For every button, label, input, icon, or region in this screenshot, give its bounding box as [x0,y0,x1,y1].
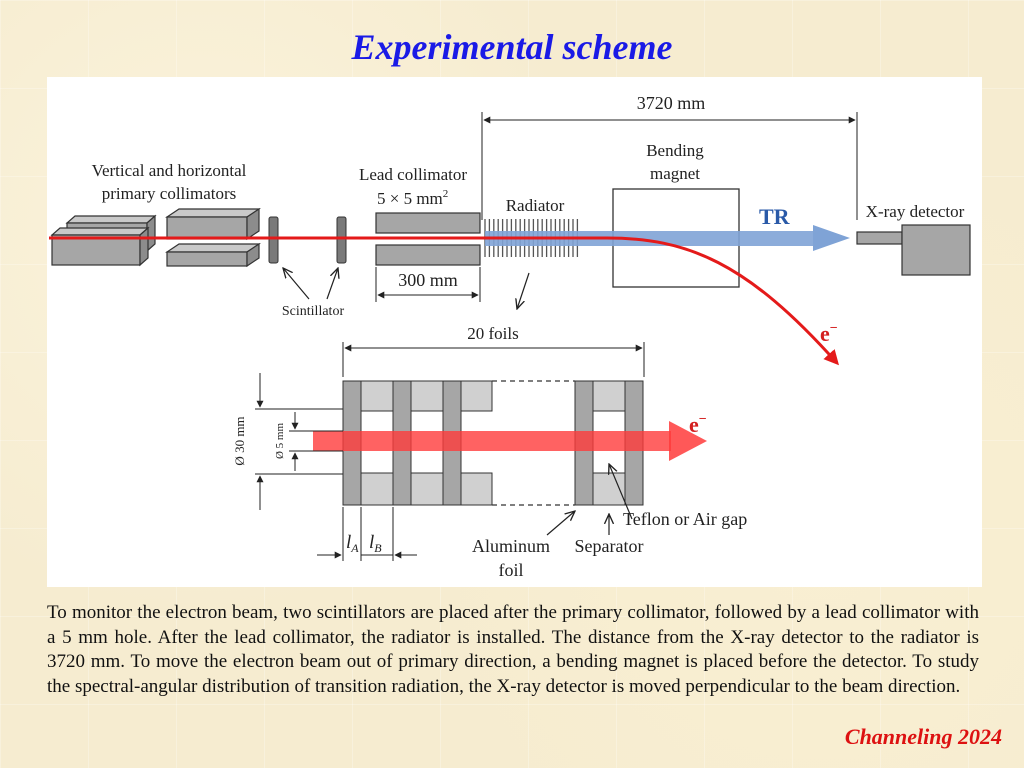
foils-dimension [342,342,645,377]
slide-caption: To monitor the electron beam, two scinti… [47,602,979,697]
la-label: lA [346,532,359,555]
separator-lower [460,472,493,506]
radiator-label: Radiator [506,196,565,215]
slide-title: Experimental scheme [351,27,673,67]
electron-beam [49,236,839,366]
lead-collimator-label-line1: Lead collimator [359,165,467,184]
diameter-30-dimension [255,373,343,510]
diagram-svg: 3720 mm 300 mm Vertical and horizontal p… [49,93,971,580]
separator-lower [360,472,394,506]
foils-count-label: 20 foils [467,324,518,343]
scintillator-pointers [283,268,338,300]
distance-3720-label: 3720 mm [637,93,706,113]
separator-upper [460,380,493,412]
bending-magnet-label-line1: Bending [646,141,704,160]
separator-lower [592,472,626,506]
xray-detector-label: X-ray detector [866,202,965,221]
primary-collimators-label-line1: Vertical and horizontal [92,161,247,180]
lead-collimator-label-line2: 5 × 5 mm2 [377,188,448,208]
zoomed-electron-beam [313,421,707,461]
scintillator-1 [268,216,279,264]
tr-beam [485,225,850,251]
experimental-scheme-diagram: 3720 mm 300 mm Vertical and horizontal p… [47,77,982,587]
diameter-5-dimension [289,412,343,471]
aluminum-foil-label-line1: Aluminum [472,536,550,556]
aluminum-foil-label-line2: foil [499,560,524,580]
bottom-pointers [546,464,633,536]
tr-label: TR [759,204,791,229]
bending-magnet-label-line2: magnet [650,164,700,183]
distance-300-label: 300 mm [398,270,458,290]
separator-label: Separator [575,536,644,556]
electron-label-lower: e− [689,412,707,437]
distance-300-dimension [375,267,481,302]
electron-label-upper: e− [820,321,838,346]
thickness-dimension [317,507,417,561]
separator-upper [592,380,626,412]
lead-collimator [375,212,481,266]
separator-upper [360,380,394,412]
distance-3720-dimension [481,112,858,220]
diameter-30-label: Ø 30 mm [232,416,247,465]
diameter-5-label: Ø 5 mm [274,423,286,460]
scintillator-label: Scintillator [282,304,345,319]
xray-detector [856,224,971,276]
radiator-zoom-arrow [517,272,530,309]
lb-label: lB [369,532,382,555]
foil-stack-gap [492,380,575,506]
primary-collimators-label-line2: primary collimators [102,184,237,203]
separator-upper [410,380,444,412]
separator-lower [410,472,444,506]
conference-footer: Channeling 2024 [844,724,1002,749]
teflon-gap-label: Teflon or Air gap [623,509,747,529]
scintillator-2 [336,216,347,264]
